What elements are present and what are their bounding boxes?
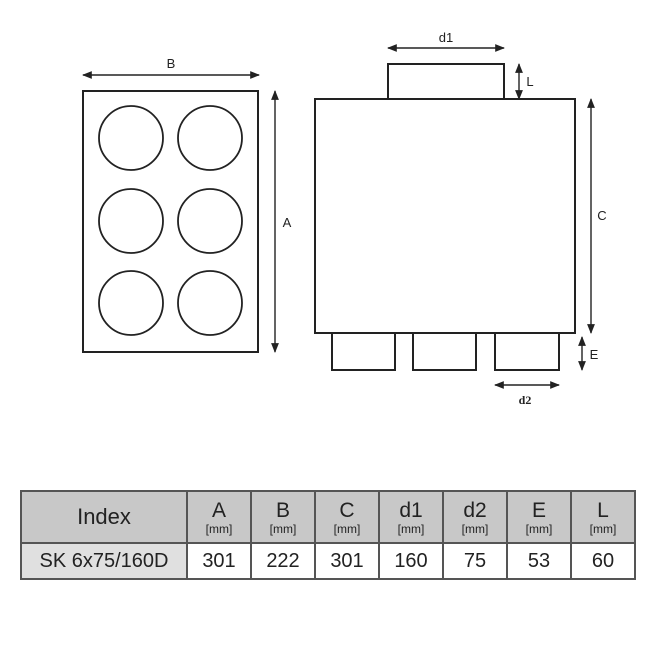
dimension-l-label: L [526, 74, 533, 89]
column-header-c: C [mm] [314, 490, 380, 544]
port-circle [177, 270, 243, 336]
side-view-body [314, 98, 576, 334]
dimension-c-label: C [597, 208, 606, 223]
column-unit: [mm] [461, 521, 489, 536]
column-unit: [mm] [397, 521, 425, 536]
column-unit: [mm] [269, 521, 297, 536]
column-header-d2: d2 [mm] [442, 490, 508, 544]
top-spigot [387, 63, 505, 100]
column-header-a: A [mm] [186, 490, 252, 544]
dimension-b-label: B [167, 56, 176, 71]
port-circle [177, 188, 243, 254]
dimension-a-label: A [283, 215, 292, 230]
table-cell: 53 [506, 542, 572, 580]
column-unit: [mm] [525, 521, 553, 536]
port-circle [98, 105, 164, 171]
column-symbol: B [275, 498, 290, 522]
port-grid [98, 105, 243, 336]
bottom-spigot [331, 332, 396, 371]
column-header-d1: d1 [mm] [378, 490, 444, 544]
table-cell: 301 [314, 542, 380, 580]
table-cell: 301 [186, 542, 252, 580]
table-cell: 160 [378, 542, 444, 580]
table-row: SK 6x75/160D 301 222 301 160 75 53 60 [20, 542, 636, 580]
specification-table: Index A [mm] B [mm] C [mm] d1 [mm] d2 [m… [20, 490, 636, 580]
dimension-d1-label: d1 [439, 30, 453, 45]
column-header-b: B [mm] [250, 490, 316, 544]
port-circle [98, 188, 164, 254]
column-header-l: L [mm] [570, 490, 636, 544]
front-view-body [82, 90, 259, 353]
table-header-row: Index A [mm] B [mm] C [mm] d1 [mm] d2 [m… [20, 490, 636, 544]
column-unit: [mm] [205, 521, 233, 536]
column-symbol: L [597, 498, 609, 522]
table-cell: 222 [250, 542, 316, 580]
port-circle [177, 105, 243, 171]
technical-drawing: B A d1 L C E d2 [82, 30, 607, 407]
dimension-d2-label: d2 [519, 393, 532, 407]
bottom-spigot [494, 332, 560, 371]
column-symbol: d1 [399, 498, 423, 522]
bottom-spigot [412, 332, 477, 371]
column-symbol: C [339, 498, 355, 522]
column-unit: [mm] [589, 521, 617, 536]
dimension-e-label: E [590, 347, 599, 362]
side-view: d1 L C E d2 [314, 30, 607, 407]
table-cell: 75 [442, 542, 508, 580]
index-cell: SK 6x75/160D [20, 542, 188, 580]
column-symbol: A [211, 498, 226, 522]
column-symbol: d2 [463, 498, 487, 522]
index-column-header: Index [20, 490, 188, 544]
column-unit: [mm] [333, 521, 361, 536]
column-symbol: E [531, 498, 546, 522]
front-view: B A [82, 56, 292, 353]
table-cell: 60 [570, 542, 636, 580]
column-header-e: E [mm] [506, 490, 572, 544]
port-circle [98, 270, 164, 336]
